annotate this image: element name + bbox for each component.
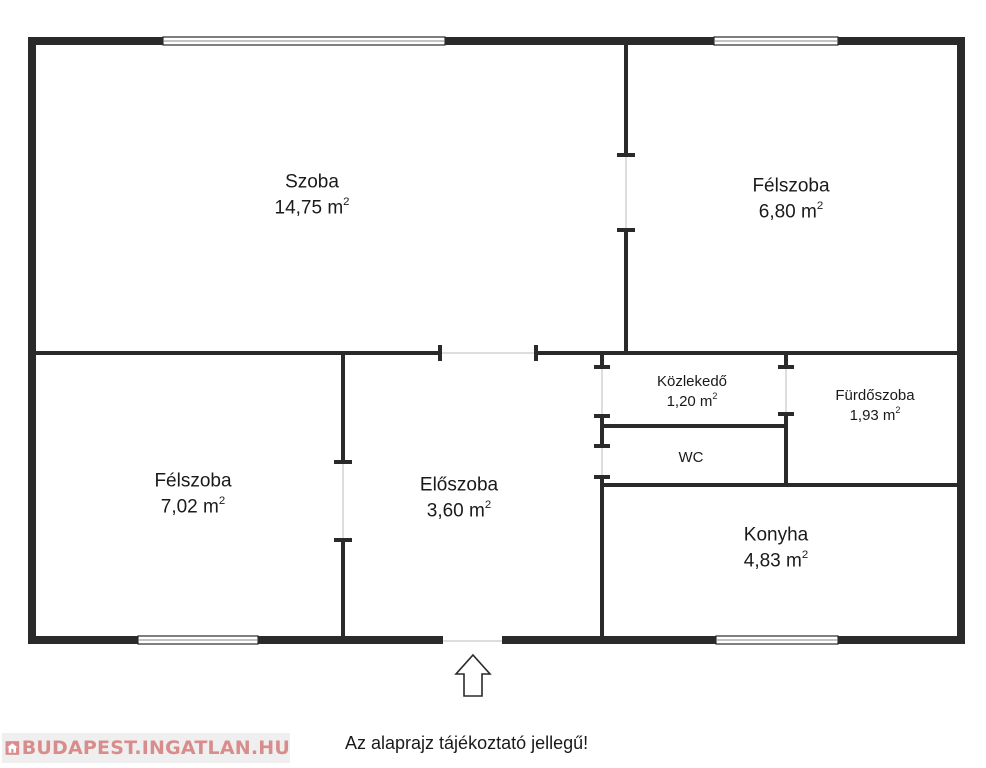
- arrow-up-outline-icon: [454, 653, 492, 697]
- room-label-kozlekedo: Közlekedő 1,20 m2: [657, 372, 727, 413]
- door-openings: [342, 157, 787, 538]
- logo-text: BUDAPEST.INGATLAN.HU: [21, 737, 290, 759]
- room-area: 6,80 m2: [758, 199, 824, 222]
- room-area: 1,93 m2: [849, 405, 901, 424]
- room-name: Konyha: [743, 524, 809, 546]
- disclaimer-text: Az alaprajz tájékoztató jellegű!: [345, 733, 589, 753]
- room-area: 1,20 m2: [666, 391, 718, 410]
- outer-walls: [28, 37, 965, 644]
- room-name: Közlekedő: [656, 372, 728, 390]
- room-name: Félszoba: [752, 175, 830, 197]
- house-icon: [5, 741, 20, 755]
- room-label-szoba: Szoba 14,75 m2: [275, 169, 350, 220]
- room-label-felszoba-top: Félszoba 6,80 m2: [752, 173, 829, 224]
- window-bottom-left: [137, 635, 259, 645]
- window-bottom-right: [715, 635, 839, 645]
- room-label-wc: WC: [679, 448, 704, 468]
- room-name: Szoba: [285, 171, 339, 193]
- room-name: Előszoba: [419, 474, 499, 496]
- window-top-right: [713, 36, 839, 46]
- room-area: 4,83 m2: [743, 548, 809, 571]
- room-area: 14,75 m2: [274, 195, 350, 218]
- interior-walls: [36, 45, 957, 636]
- room-name: Félszoba: [154, 470, 232, 492]
- room-label-furdoszoba: Fürdőszoba 1,93 m2: [835, 386, 914, 427]
- room-area: 7,02 m2: [160, 494, 226, 517]
- room-label-eloszoba: Előszoba 3,60 m2: [420, 472, 498, 523]
- room-area: 3,60 m2: [426, 498, 492, 521]
- room-name: Fürdőszoba: [835, 386, 915, 404]
- door-jambs: [334, 153, 794, 542]
- windows: [137, 36, 839, 645]
- room-label-konyha: Konyha 4,83 m2: [744, 522, 808, 573]
- room-name: WC: [678, 448, 704, 466]
- room-label-felszoba-left: Félszoba 7,02 m2: [154, 468, 231, 519]
- logo[interactable]: BUDAPEST.INGATLAN.HU: [2, 733, 290, 763]
- window-top-left: [162, 36, 446, 46]
